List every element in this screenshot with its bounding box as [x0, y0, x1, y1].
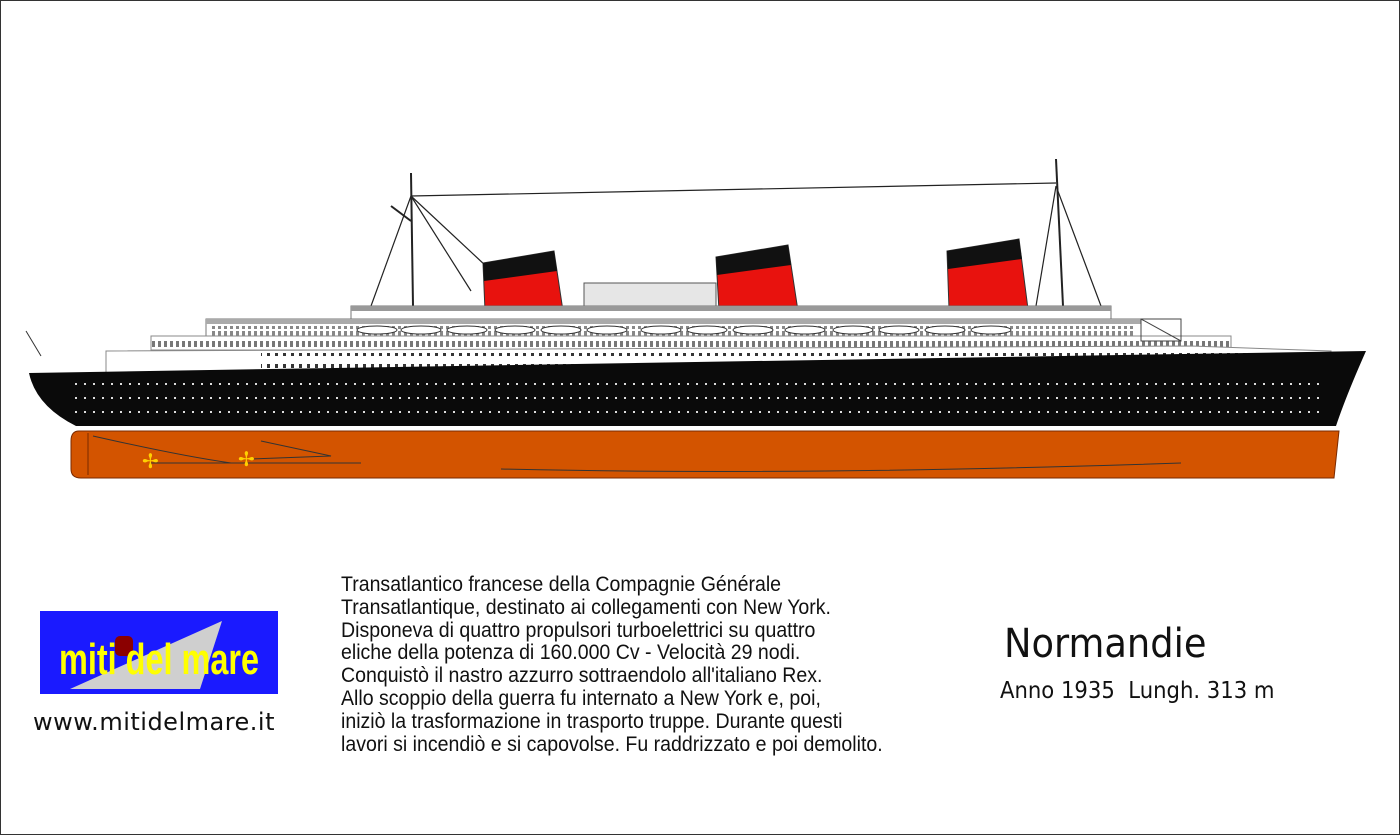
description-line: Transatlantique, destinato ai collegamen…: [341, 595, 831, 619]
funnel-2: [715, 244, 799, 312]
description-line: Conquistò il nastro azzurro sottraendolo…: [341, 664, 823, 688]
website-link[interactable]: www.mitidelmare.it: [33, 708, 276, 736]
propeller-icon: ✢: [238, 449, 255, 471]
propeller-icon: ✢: [142, 451, 159, 473]
funnels: [482, 238, 1029, 312]
svg-text:miti del mare: miti del mare: [59, 635, 259, 684]
description-line: Transatlantico francese della Compagnie …: [341, 573, 782, 596]
description-line: eliche della potenza di 160.000 Cv - Vel…: [341, 641, 801, 665]
funnel-3: [946, 238, 1029, 310]
miti-del-mare-logo: miti del mare: [40, 611, 278, 694]
rigging: [370, 158, 1102, 307]
ship-description: Transatlantico francese della Compagnie …: [341, 573, 973, 756]
hull: ✢ ✢: [25, 330, 1366, 479]
ship-name: Normandie: [1004, 621, 1207, 667]
description-line: iniziò la trasformazione in trasporto tr…: [341, 709, 843, 733]
ship-illustration: ✢ ✢: [25, 158, 1366, 479]
underwater-hull: [70, 430, 1340, 479]
description-line: Disponeva di quattro propulsori turboele…: [341, 618, 816, 642]
description-line: Allo scoppio della guerra fu internato a…: [341, 686, 821, 710]
funnel-1: [482, 250, 564, 312]
lifeboats: [356, 325, 1012, 335]
ship-specs: Anno 1935 Lungh. 313 m: [1000, 678, 1275, 704]
description-line: lavori si incendiò e si capovolse. Fu ra…: [341, 732, 883, 756]
